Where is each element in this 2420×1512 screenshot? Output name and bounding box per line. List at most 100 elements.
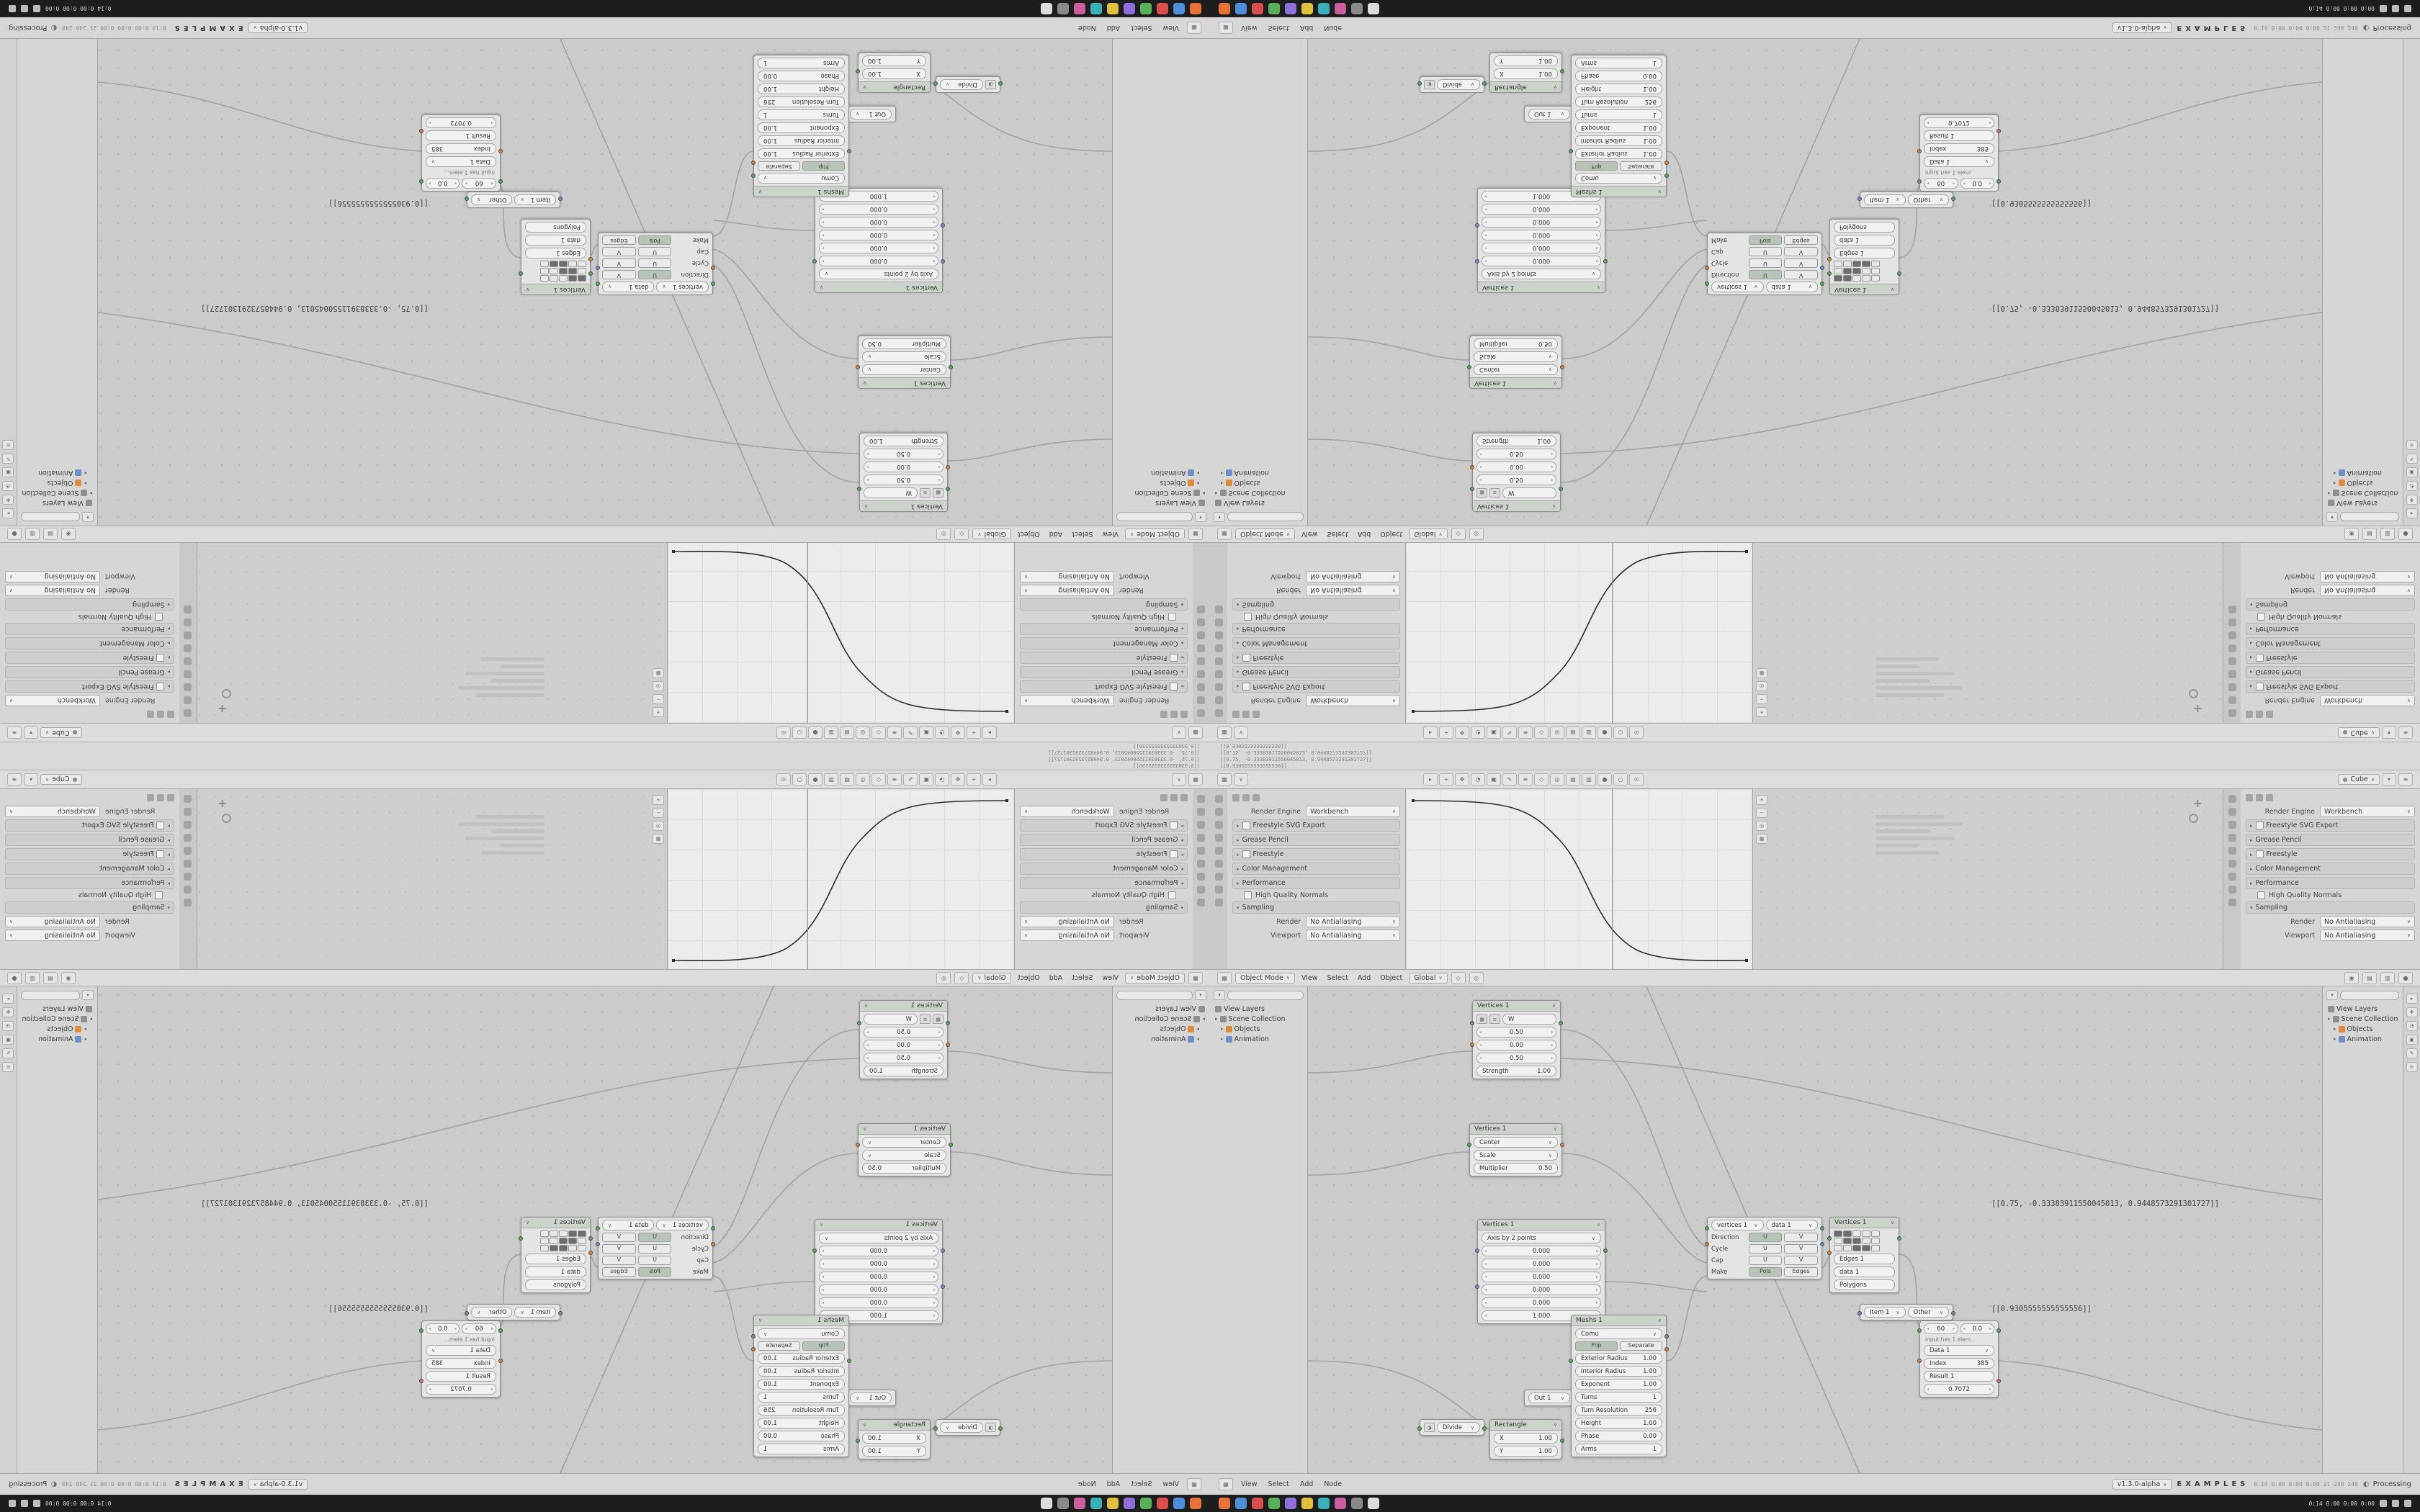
taskbar-app-icon[interactable] (1140, 3, 1152, 14)
high-quality-normals-checkbox[interactable] (1168, 613, 1176, 621)
socket[interactable] (941, 1248, 945, 1253)
rotate-tool-icon[interactable]: ◔ (935, 773, 949, 786)
scale-tool-icon[interactable]: ▣ (919, 773, 933, 786)
shading-wire-icon[interactable]: ○ (1613, 773, 1628, 786)
outliner-row-animation[interactable]: ▸ Animation (21, 1034, 94, 1044)
editor-type-icon[interactable]: ▦ (1219, 22, 1233, 34)
visibility-icon[interactable]: ◉ (61, 971, 76, 984)
option-pols[interactable]: Pols (637, 1267, 672, 1277)
physics-tab-icon[interactable] (1197, 618, 1206, 626)
value-field[interactable]: 60 (462, 1323, 496, 1334)
scene-tab-icon[interactable] (1197, 834, 1206, 842)
properties-section[interactable]: ▸ Color Management (5, 863, 174, 875)
render-engine-select[interactable]: Workbench ∨ (2320, 695, 2415, 706)
sampling-viewport-select[interactable]: No Antialiasing ∨ (5, 571, 100, 582)
curve-editor[interactable] (1406, 789, 1753, 969)
visibility-icon[interactable]: ◉ (2344, 971, 2359, 984)
menu-add[interactable]: Add (1106, 1480, 1121, 1488)
taskbar-app-icon[interactable] (1335, 3, 1346, 14)
outliner-row-objects[interactable]: ▸ Objects (21, 1024, 94, 1034)
socket[interactable] (933, 81, 938, 86)
menu-add[interactable]: Add (1049, 530, 1063, 539)
exterior-radius-field[interactable]: Exterior Radius 1.00 (1575, 148, 1662, 159)
pivot-icon[interactable]: ⊙ (776, 726, 791, 739)
polygons-row[interactable]: Polygons (525, 222, 586, 233)
render-tab-icon[interactable] (1197, 795, 1206, 803)
properties-section[interactable]: ▸ Color Management (2246, 863, 2415, 875)
socket[interactable] (751, 1334, 756, 1338)
taskbar-app-icon[interactable] (1041, 1498, 1052, 1509)
exponent-field[interactable]: Exponent 1.00 (758, 122, 845, 133)
outliner-row-scene-collection[interactable]: ▸ Scene Collection (1116, 488, 1206, 498)
node-mesh-spiral[interactable]: Meshs 1 ∨ Comu ∨ Flip Separate (1569, 1315, 1669, 1457)
menu-object[interactable]: Object (1380, 973, 1403, 982)
value-field[interactable]: 0.50 (864, 1053, 944, 1063)
outliner-row-objects[interactable]: ▸ Objects (2326, 1024, 2399, 1034)
value-field[interactable]: 0.50 (864, 1027, 944, 1038)
value-field[interactable]: 0.50 (864, 449, 944, 459)
playhead-cursor[interactable] (807, 789, 808, 969)
socket[interactable] (1560, 365, 1564, 369)
outliner-row-scene-collection[interactable]: ▸ Scene Collection (1214, 1014, 1304, 1024)
height-field[interactable]: Height 1.00 (758, 1418, 845, 1428)
transform-orientation-select[interactable]: Global ∨ (1409, 972, 1448, 984)
menu-select[interactable]: Select (1327, 530, 1348, 539)
snap-icon[interactable]: ◇ (871, 773, 886, 786)
high-quality-normals-checkbox[interactable] (1244, 891, 1252, 899)
vector-field[interactable]: 0.000 (1482, 256, 1601, 266)
menu-node[interactable]: Node (1324, 24, 1343, 32)
output-select[interactable]: data 1 ∨ (1765, 282, 1818, 292)
node-divide[interactable]: ◑ Divide ∨ (1417, 1419, 1487, 1436)
option-u[interactable]: U (637, 247, 672, 256)
axis-mode-select[interactable]: Axis by 2 points ∨ (819, 269, 938, 279)
scale-select[interactable]: Scale ∨ (862, 351, 946, 362)
option-v[interactable]: V (602, 247, 636, 256)
sampling-viewport-select[interactable]: No Antialiasing ∨ (1306, 930, 1400, 941)
transform-orientation-select[interactable]: Global ∨ (1409, 528, 1448, 540)
taskbar-app-icon[interactable] (1157, 1498, 1168, 1509)
camera-view-icon[interactable]: ◎ (653, 821, 664, 831)
shading-icon[interactable]: ● (7, 971, 22, 984)
filter-icon[interactable]: ▾ (1195, 512, 1206, 522)
scale-select[interactable]: Scale ∨ (862, 1150, 946, 1161)
properties-section[interactable]: ▸ Performance (1232, 877, 1400, 889)
polygons-row[interactable]: Polygons (1834, 222, 1895, 233)
socket[interactable] (1996, 179, 2001, 184)
menu-add[interactable]: Add (1049, 973, 1063, 982)
node-title-bar[interactable]: Vertices 1 ∨ (1473, 1001, 1560, 1012)
zoom-out-icon[interactable]: − (1756, 808, 1767, 818)
socket[interactable] (1475, 259, 1479, 264)
socket[interactable] (558, 197, 563, 201)
node-list-index[interactable]: 60 0.0 input has 1 elem... Data 1 ∨ Inde… (419, 114, 503, 192)
menu-add[interactable]: Add (1299, 1480, 1314, 1488)
mode-select[interactable]: Object Mode ∨ (1125, 972, 1185, 984)
turns-field[interactable]: Turns 1 (758, 109, 845, 120)
phase-field[interactable]: Phase 0.00 (1575, 1431, 1662, 1441)
zoom-gizmo-icon[interactable] (222, 689, 231, 698)
properties-section[interactable]: ▸ Freestyle SVG Export (2246, 819, 2415, 832)
tool-icon[interactable]: ▸ (2406, 994, 2418, 1004)
option-u[interactable]: U (637, 1256, 672, 1265)
node-axis-by-2-points[interactable]: Vertices 1 ∨ Axis by 2 points ∨ 0.000 0.… (1475, 1219, 1608, 1324)
item-select[interactable]: Item 1 ∨ (514, 194, 556, 205)
measure-tool-icon[interactable]: ≡ (887, 726, 902, 739)
other-select[interactable]: Other ∨ (471, 1307, 513, 1318)
proportional-edit-icon[interactable]: ◎ (1550, 773, 1564, 786)
snap-magnet-icon[interactable]: ◇ (1451, 971, 1466, 984)
high-quality-normals-checkbox[interactable] (155, 891, 163, 899)
output-tab-icon[interactable] (1197, 808, 1206, 816)
strength-field[interactable]: Strength 1.00 (864, 1066, 944, 1076)
node-title-bar[interactable]: Vertices 1 ∨ (815, 282, 942, 292)
socket[interactable] (419, 1328, 424, 1333)
filter-icon[interactable]: ▾ (2326, 512, 2338, 522)
sampling-section[interactable]: ▾ Sampling (1020, 598, 1188, 611)
node-title-bar[interactable]: Rectangle ∨ (1490, 1420, 1561, 1431)
taskbar-app-icon[interactable] (1057, 1498, 1069, 1509)
sampling-render-select[interactable]: No Antialiasing ∨ (2320, 585, 2415, 596)
navigation-gizmo-icon[interactable]: + (2192, 796, 2202, 810)
out-select[interactable]: Out 1 ∨ (1528, 109, 1570, 120)
socket[interactable] (1996, 129, 2001, 133)
value-field[interactable]: 60 (1924, 178, 1958, 189)
object-tab-icon[interactable] (1214, 644, 1223, 652)
section-checkbox[interactable] (1170, 850, 1178, 858)
